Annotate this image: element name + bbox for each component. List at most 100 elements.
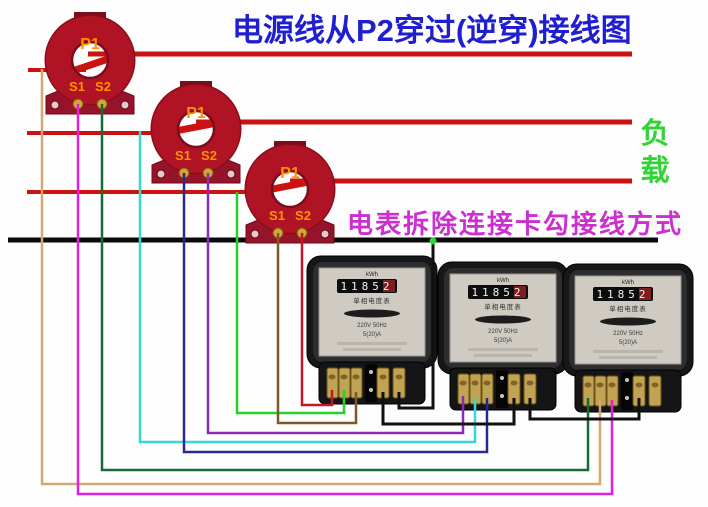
terminal-screw [328,374,336,380]
meter-kwh-label: kWh [497,278,509,284]
meter-register-digits: 11852 [471,286,524,299]
cover-screw [500,394,504,398]
wiring [40,69,614,496]
cover-screw [369,388,373,392]
current-transformer-1: P1 S1 S2 [44,12,136,115]
meter-name-row: 单相电度表 [609,304,647,313]
wire-phase-a-tap-to-meter3-t2 [40,69,602,486]
ct-bracket-hole [50,100,60,110]
load-label-char-1: 负 [640,117,669,150]
ct-s1-label: S1 [175,148,191,163]
terminal-screw [584,382,592,388]
wire-neutral-meter2-to-meter3 [528,398,641,421]
meter-disc-window [475,315,531,324]
ct-s2-label: S2 [201,148,217,163]
meter-register-window [468,285,528,299]
meter-fine-print [468,348,538,351]
wire-phase-c-tap-to-meter1-t2 [235,192,346,415]
meter-fine-print [474,354,532,357]
ct-p1-label: P1 [280,165,300,182]
ct-s2-label: S2 [295,208,311,223]
meter-fine-print [343,348,401,351]
meter-disc-window [344,309,400,318]
meter-register-window [593,287,653,301]
energy-meter-2: kWh 11852 单相电度表 220V 50Hz 5(20)A [437,261,569,411]
ct-bracket-hole [320,229,330,239]
terminal-screw [483,380,491,386]
ct-ring-hole [176,109,216,149]
terminal-screw [340,374,348,380]
meter-name-row: 单相电度表 [484,302,522,311]
meter-spec-row-1: 220V 50Hz [357,323,387,329]
ct-ring-hole [270,169,310,209]
meter-note-label: 电表拆除连接卡勾接线方式 [347,209,683,239]
ct-ring-hole [70,40,110,80]
meter-register-digits: 11852 [340,280,393,293]
wire-ct1-s1-to-meter3-t3 [76,104,614,496]
terminal-screw [608,382,616,388]
phase-b-bus [27,118,632,138]
cover-screw [369,370,373,374]
terminal-screw [379,374,387,380]
meter-spec-row-1: 220V 50Hz [488,329,518,335]
meter-disc-window [600,317,656,326]
neutral-junction-dot [429,237,437,245]
meter-fine-print [599,356,657,359]
meter-spec-row-2: 5(20)A [363,332,381,338]
wire-neutral-bus-to-meter1 [397,241,435,410]
wire-ct1-s2-to-meter3-t1 [100,104,590,472]
meter-terminal-cover [365,364,377,402]
wire-phase-b-tap-to-meter2-t2 [138,131,477,444]
energy-meter-3: kWh 11852 单相电度表 220V 50Hz 5(20)A [562,263,694,413]
meter-kwh-label: kWh [366,272,378,278]
ct-bracket-hole [120,100,130,110]
meter-name-row: 单相电度表 [353,296,391,305]
neutral-wiring [381,241,641,426]
ct-bracket-hole [250,229,260,239]
ct-p1-label: P1 [186,105,206,122]
meter-register-decimal-cell [639,288,651,300]
page-title: 电源线从P2穿过(逆穿)接线图 [232,13,632,48]
ct-ring [246,145,334,233]
meter-register-decimal-cell [383,280,395,292]
ct-bracket-hole [226,169,236,179]
meter-kwh-label: kWh [622,280,634,286]
ct-bracket-hole [156,169,166,179]
meter-register-window [337,279,397,293]
meter-spec-row-2: 5(20)A [494,338,512,344]
meter-fine-print [593,350,663,353]
terminal-screw [395,374,403,380]
meter-register-digits: 11852 [596,288,649,301]
terminal-screw [651,382,659,388]
wire-ct2-s2-to-meter2-t1 [206,173,465,435]
terminal-screw [510,380,518,386]
terminal-screw [352,374,360,380]
ct-ring [152,85,240,173]
current-transformer-2: P1 S1 S2 [150,81,242,184]
terminal-screw [635,382,643,388]
wire-ct3-s1-to-meter1-t3 [276,233,358,425]
ct-ring [46,16,134,104]
current-transformer-3: P1 S1 S2 [244,141,336,244]
cover-screw [625,396,629,400]
cover-screw [625,378,629,382]
load-label-char-2: 载 [640,154,669,187]
ct-p1-label: P1 [80,36,100,53]
meter-fine-print [337,342,407,345]
meter-terminal-5 [648,375,662,407]
ct-s2-label: S2 [95,79,111,94]
terminal-screw [459,380,467,386]
cover-screw [500,376,504,380]
terminal-screw [596,382,604,388]
terminal-screw [471,380,479,386]
wire-ct3-s2-to-meter1-t1 [300,233,334,407]
ct-s1-label: S1 [69,79,85,94]
meter-terminal-cover [621,372,633,410]
meter-register-decimal-cell [514,286,526,298]
terminal-screw [526,380,534,386]
meter-spec-row-1: 220V 50Hz [613,331,643,337]
meter-terminal-cover [496,370,508,408]
meter-spec-row-2: 5(20)A [619,340,637,346]
